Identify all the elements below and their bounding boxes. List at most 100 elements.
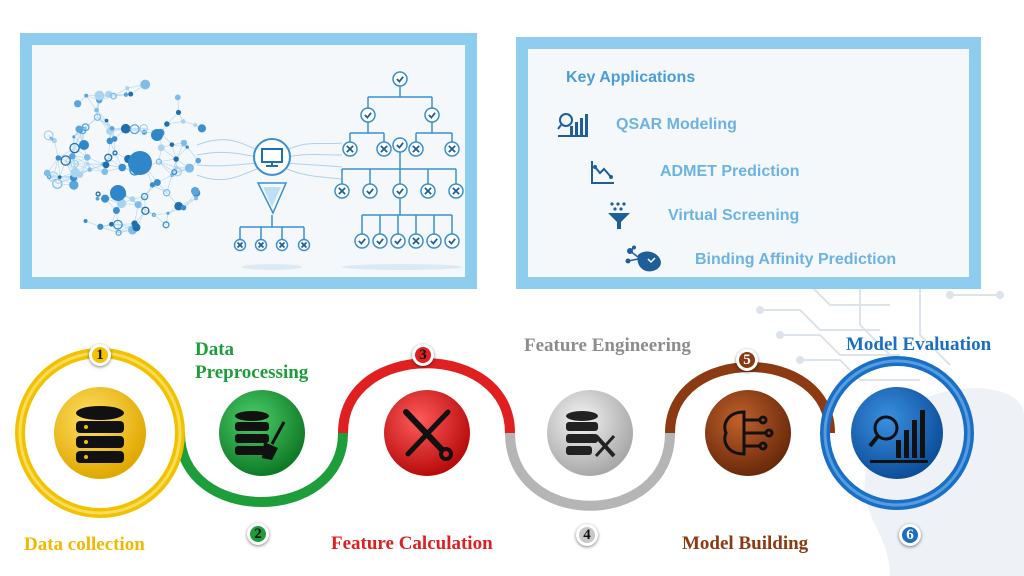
application-label: QSAR Modeling bbox=[616, 116, 737, 133]
network-node bbox=[75, 125, 83, 133]
network-node bbox=[60, 155, 71, 166]
cross-mark bbox=[236, 241, 244, 249]
step-4-number: 4 bbox=[576, 524, 598, 546]
molecule-binding-icon bbox=[625, 245, 661, 272]
cross-mark bbox=[412, 237, 420, 245]
network-node bbox=[101, 168, 109, 176]
step-4-label: Feature Engineering bbox=[524, 335, 691, 356]
check-node bbox=[372, 233, 388, 249]
network-node bbox=[77, 171, 84, 178]
step-3-label: Feature Calculation bbox=[331, 533, 493, 554]
step-3-number: 3 bbox=[412, 344, 434, 366]
network-node bbox=[180, 139, 188, 147]
computer-node bbox=[253, 138, 291, 176]
step-1-label: Data collection bbox=[24, 534, 145, 555]
step-1-number: 1 bbox=[89, 344, 111, 366]
application-item-virtual-screening: Virtual Screening bbox=[606, 201, 799, 231]
network-node bbox=[87, 167, 93, 172]
cross-mark bbox=[412, 145, 420, 153]
network-node bbox=[101, 194, 110, 203]
check-node bbox=[426, 233, 442, 249]
database-icon bbox=[76, 406, 124, 463]
check-node bbox=[444, 233, 460, 249]
check-node bbox=[392, 137, 408, 153]
database-broom-icon bbox=[235, 411, 286, 460]
network-node bbox=[47, 171, 59, 183]
network-node bbox=[94, 90, 105, 101]
cross-mark bbox=[278, 241, 286, 249]
cross-mark bbox=[346, 145, 354, 153]
network-node bbox=[43, 130, 54, 141]
funnel-icon bbox=[608, 202, 630, 229]
check-mark bbox=[396, 76, 404, 83]
network-hub-node bbox=[79, 140, 89, 150]
network-node bbox=[134, 201, 142, 209]
network-node bbox=[69, 180, 79, 190]
network-to-decision-tree-illustration bbox=[43, 71, 464, 270]
network-node bbox=[171, 169, 178, 176]
data-network-cluster bbox=[43, 79, 207, 236]
check-mark bbox=[394, 238, 402, 245]
step-6-label: Model Evaluation bbox=[846, 334, 992, 355]
network-node bbox=[72, 135, 76, 139]
network-node bbox=[149, 182, 156, 188]
check-mark bbox=[430, 238, 438, 245]
network-node bbox=[110, 92, 117, 100]
application-label: ADMET Prediction bbox=[660, 163, 800, 180]
check-node bbox=[424, 107, 440, 123]
database-tools-icon bbox=[566, 411, 616, 458]
application-item-binding-affinity: Binding Affinity Prediction bbox=[624, 245, 896, 275]
network-node bbox=[94, 107, 99, 113]
network-node bbox=[112, 150, 118, 156]
check-mark bbox=[366, 188, 374, 195]
step-5-number: 5 bbox=[736, 349, 758, 371]
network-node bbox=[190, 186, 200, 196]
network-node bbox=[197, 124, 207, 133]
network-node bbox=[109, 221, 114, 227]
step-2-label: Data Preprocessing bbox=[195, 339, 309, 383]
network-node bbox=[74, 100, 82, 108]
network-node bbox=[69, 153, 76, 160]
network-node bbox=[129, 196, 136, 202]
check-mark bbox=[428, 112, 436, 119]
network-node bbox=[97, 223, 104, 230]
network-node bbox=[162, 221, 170, 229]
trend-chart-icon bbox=[591, 161, 614, 184]
application-label: Virtual Screening bbox=[668, 207, 800, 224]
network-node bbox=[164, 121, 170, 127]
check-mark bbox=[396, 142, 404, 149]
network-node bbox=[140, 79, 151, 90]
step-2-number: 2 bbox=[247, 523, 269, 545]
network-illustration-panel bbox=[20, 33, 477, 289]
network-node bbox=[55, 155, 61, 161]
check-node bbox=[392, 71, 408, 87]
network-node bbox=[125, 86, 130, 91]
network-node bbox=[43, 169, 51, 177]
network-node bbox=[118, 163, 127, 172]
step-2-circle bbox=[219, 390, 305, 476]
check-mark bbox=[364, 112, 372, 119]
network-node bbox=[86, 162, 90, 166]
network-node bbox=[95, 196, 100, 201]
network-node bbox=[155, 158, 162, 165]
application-item-admet: ADMET Prediction bbox=[590, 159, 800, 185]
check-mark bbox=[358, 238, 366, 245]
network-node bbox=[194, 196, 199, 201]
step-4-circle bbox=[547, 390, 633, 476]
network-node bbox=[140, 192, 149, 201]
tools-icon bbox=[403, 409, 453, 461]
network-hub-node bbox=[151, 129, 163, 141]
network-node bbox=[115, 229, 122, 236]
network-node bbox=[162, 188, 171, 197]
cross-mark bbox=[448, 145, 456, 153]
network-node bbox=[169, 142, 175, 147]
workflow-pipeline bbox=[15, 348, 974, 518]
network-node bbox=[95, 191, 101, 197]
network-node bbox=[112, 207, 120, 214]
step-5-label: Model Building bbox=[682, 533, 809, 554]
network-node bbox=[180, 119, 186, 124]
cross-mark bbox=[257, 241, 265, 249]
bar-chart-magnifier-icon bbox=[557, 113, 588, 137]
check-node bbox=[392, 183, 408, 199]
network-node bbox=[104, 118, 109, 123]
